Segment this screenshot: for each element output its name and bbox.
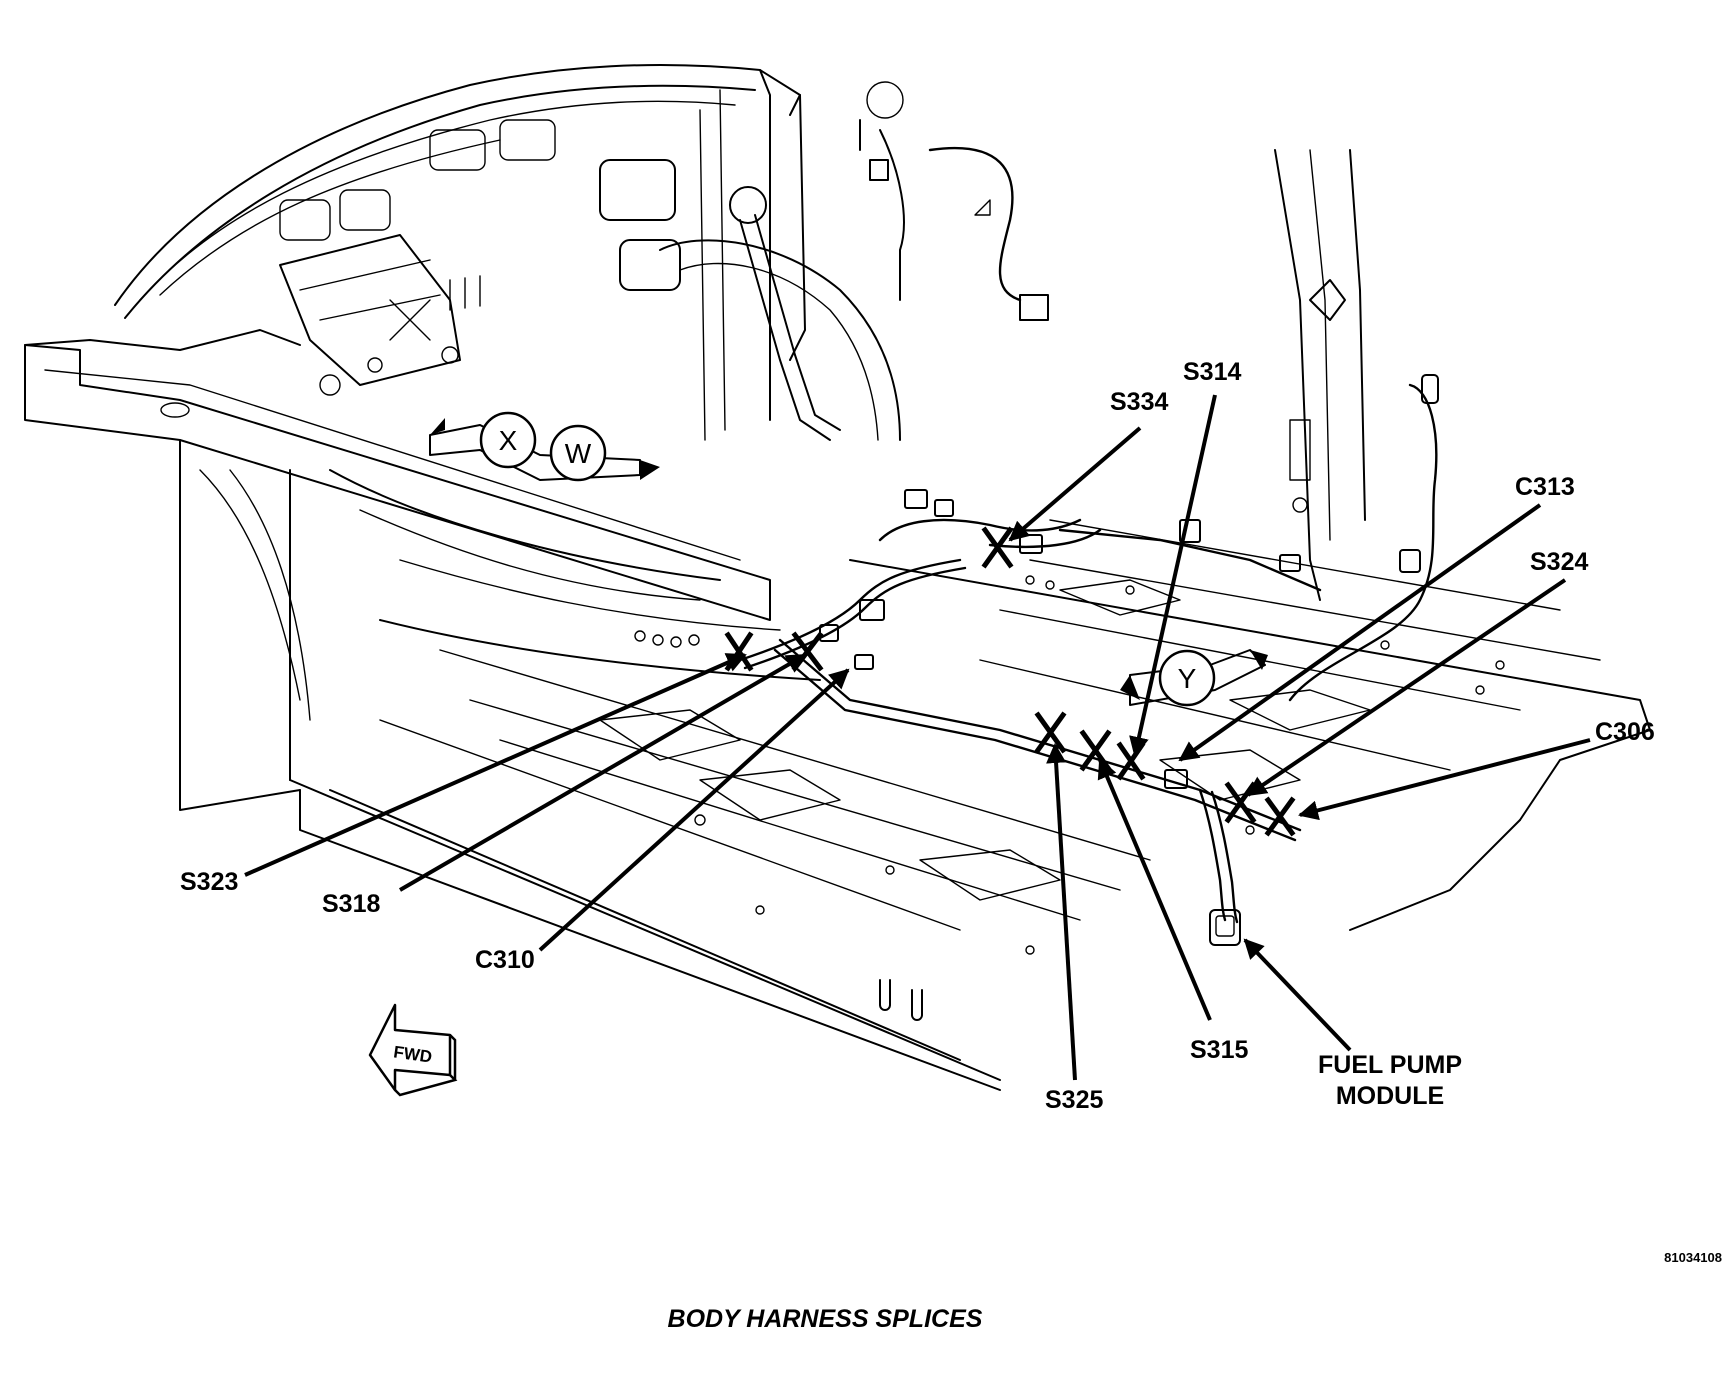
body-wire-harness — [738, 489, 1322, 946]
callout-s325: S325 — [1045, 1086, 1103, 1114]
forward-arrow-icon: FWD — [368, 1003, 458, 1097]
callout-s334: S334 — [1110, 388, 1168, 416]
callout-s323: S323 — [180, 868, 238, 896]
view-marker-y: Y — [1120, 649, 1268, 707]
callout-fuel-pump-line2: MODULE — [1336, 1082, 1444, 1110]
document-id: 81034108 — [1664, 1250, 1722, 1265]
callout-fuel-pump-line1: FUEL PUMP — [1318, 1051, 1462, 1079]
callout-c313: C313 — [1515, 473, 1575, 501]
x-mark-c306 — [1264, 796, 1296, 837]
leader-lines — [244, 394, 1591, 1081]
callout-s324: S324 — [1530, 548, 1588, 576]
callout-c310: C310 — [475, 946, 535, 974]
diagram-caption: BODY HARNESS SPLICES — [668, 1305, 983, 1333]
callout-s314: S314 — [1183, 358, 1241, 386]
callout-c306: C306 — [1595, 718, 1655, 746]
vehicle-body-drawing — [24, 64, 1651, 1091]
view-marker-x-label: X — [499, 425, 518, 456]
callout-s318: S318 — [322, 890, 380, 918]
callout-labels: S334 S314 C313 S324 C306 S323 S318 C310 … — [180, 358, 1655, 1114]
splice-markers — [724, 526, 1296, 837]
view-marker-xw: X W — [429, 411, 660, 482]
callout-s315: S315 — [1190, 1036, 1248, 1064]
x-mark-s314 — [1116, 741, 1146, 781]
view-marker-y-label: Y — [1178, 663, 1197, 694]
x-mark-s315 — [1079, 729, 1112, 772]
x-mark-s334 — [981, 526, 1014, 569]
view-marker-w-label: W — [565, 438, 592, 469]
